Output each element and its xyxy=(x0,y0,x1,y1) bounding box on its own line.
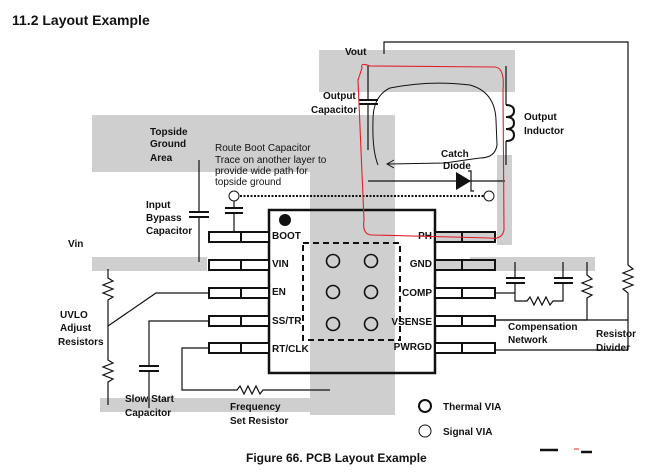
section-title: 11.2 Layout Example xyxy=(12,12,150,28)
slow-start-label-1: Slow Start xyxy=(125,394,175,405)
pin-label-comp: COMP xyxy=(402,288,432,299)
pin-label-ss-tr: SS/TR xyxy=(272,316,302,327)
ph-copper xyxy=(497,155,512,245)
legend: Thermal VIA Signal VIA xyxy=(418,399,501,438)
current-loop-arrow xyxy=(372,82,498,166)
catch-diode-icon xyxy=(368,170,505,192)
pin-label-vsense: VSENSE xyxy=(391,317,432,328)
boot-note-3: provide wide path for xyxy=(215,166,309,177)
frequency-label-2: Set Resistor xyxy=(230,416,288,427)
output-capacitor xyxy=(359,66,378,150)
topside-ground-label-2: Ground xyxy=(150,139,186,150)
vout-trace xyxy=(383,41,635,351)
vin-label: Vin xyxy=(68,239,83,250)
red-annotation-outline xyxy=(357,63,505,239)
compensation-label-1: Compensation xyxy=(508,322,577,333)
pin-label-boot: BOOT xyxy=(272,231,301,242)
resistor-divider-label-1: Resistor xyxy=(596,329,636,340)
input-bypass-label-3: Capacitor xyxy=(146,226,192,237)
vout-copper xyxy=(319,50,515,92)
pin-label-gnd: GND xyxy=(410,259,432,270)
pin-label-pwrgd: PWRGD xyxy=(394,342,432,353)
legend-thermal-via: Thermal VIA xyxy=(443,402,501,413)
topside-ground-label-3: Area xyxy=(150,153,173,164)
pin-label-rt-clk: RT/CLK xyxy=(272,344,309,355)
uvlo-label-3: Resistors xyxy=(58,337,104,348)
topside-ground-label-1: Topside xyxy=(150,127,188,138)
input-bypass-capacitor xyxy=(189,160,209,262)
boot-note-4: topside ground xyxy=(215,177,281,188)
slow-start-capacitor xyxy=(139,320,209,408)
thermal-via-icon xyxy=(363,316,379,332)
thermal-pad xyxy=(302,242,401,341)
output-inductor-label-1: Output xyxy=(524,112,557,123)
signal-via-icon xyxy=(483,190,495,202)
vout-label: Vout xyxy=(345,47,367,58)
legend-signal-via: Signal VIA xyxy=(443,427,492,438)
pin1-marker-icon xyxy=(279,214,291,226)
output-inductor-icon xyxy=(505,66,516,165)
signal-via-legend-icon xyxy=(418,424,432,438)
thermal-via-icon xyxy=(363,284,379,300)
ground-spine xyxy=(310,115,395,415)
catch-diode-label-1: Catch xyxy=(441,149,469,160)
compensation-label-2: Network xyxy=(508,335,548,346)
uvlo-resistors xyxy=(101,269,209,405)
catch-diode-label-2: Diode xyxy=(443,161,471,172)
output-inductor-label-2: Inductor xyxy=(524,126,564,137)
input-bypass-label-1: Input xyxy=(146,200,171,211)
boot-trace xyxy=(225,190,495,232)
pin-label-vin: VIN xyxy=(272,259,289,270)
frequency-set-resistor xyxy=(181,347,330,396)
copper-areas xyxy=(92,50,595,415)
vin-copper xyxy=(92,257,207,271)
output-capacitor-label-1: Output xyxy=(323,91,356,102)
gnd-copper-bottom xyxy=(100,398,395,412)
thermal-vias xyxy=(325,253,379,332)
uvlo-label-1: UVLO xyxy=(60,310,88,321)
arrow-head-icon xyxy=(385,159,395,169)
uvlo-label-2: Adjust xyxy=(60,323,92,334)
output-capacitor-label-2: Capacitor xyxy=(311,105,357,116)
signal-via-icon xyxy=(228,190,240,202)
figure-caption: Figure 66. PCB Layout Example xyxy=(246,451,427,465)
thermal-via-icon xyxy=(363,253,379,269)
thermal-via-icon xyxy=(325,284,341,300)
pin-label-en: EN xyxy=(272,287,286,298)
thermal-via-legend-icon xyxy=(418,399,432,413)
gnd-copper-right xyxy=(470,257,595,271)
input-bypass-label-2: Bypass xyxy=(146,213,182,224)
boot-note-2: Trace on another layer to xyxy=(215,155,327,166)
thermal-via-icon xyxy=(325,253,341,269)
left-pads xyxy=(208,231,270,354)
frequency-label-1: Frequency xyxy=(230,402,281,413)
thermal-via-icon xyxy=(325,316,341,332)
right-pads xyxy=(434,231,496,354)
slow-start-label-2: Capacitor xyxy=(125,408,171,419)
resistor-divider-label-2: Divider xyxy=(596,343,630,354)
boot-note-1: Route Boot Capacitor xyxy=(215,143,311,154)
